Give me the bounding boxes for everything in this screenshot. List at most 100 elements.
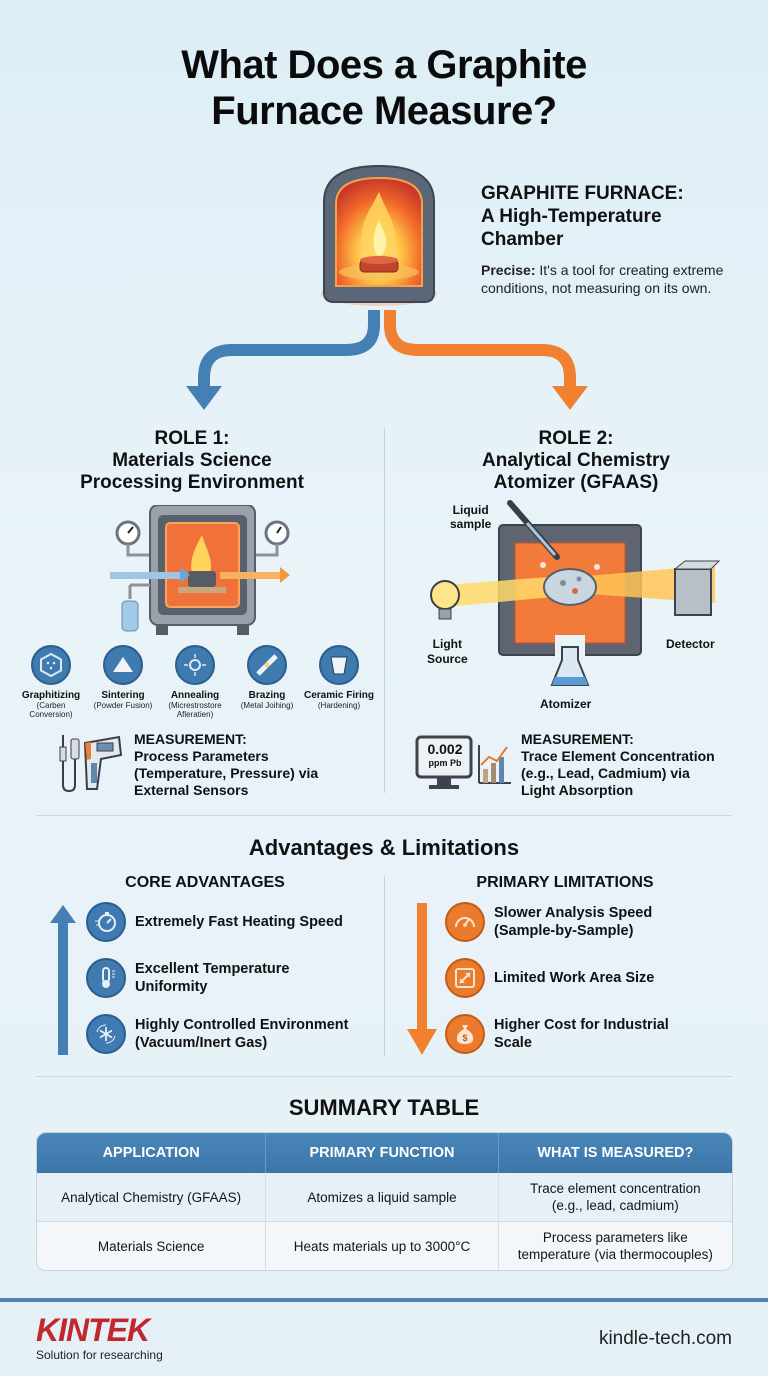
thermometer-icon [86,958,126,998]
section-divider [36,815,732,816]
limitation-line: Limited Work Area Size [494,970,655,986]
advantage-line: Extremely Fast Heating Speed [135,914,343,930]
cell-line: (e.g., lead, cadmium) [551,1198,679,1213]
hero-description: GRAPHITE FURNACE: A High-Temperature Cha… [481,182,751,297]
table-cell: Trace element concentration (e.g., lead,… [499,1173,732,1221]
process-sub: (Carben Conversion) [29,701,73,719]
readout-display: 0.002 ppm Pb [415,735,515,795]
advantage-line: Highly Controlled Environment [135,1017,349,1033]
limitation-text: Limited Work Area Size [494,969,654,987]
measurement-label: MEASUREMENT: [521,731,634,747]
thermocouple-thermometer-icon [59,735,123,793]
readout-value: 0.002 [427,741,463,757]
process-sintering: Sintering (Powder Fusion) [87,645,159,719]
title-line-1: What Does a Graphite [181,43,587,87]
light-source-label: Light Source [427,637,468,667]
process-name: Ceramic Firing [303,690,375,701]
label-line: Light [432,637,462,651]
table-row: Analytical Chemistry (GFAAS) Atomizes a … [37,1173,732,1222]
process-sub: (Metal Joihing) [240,701,294,710]
cell-line: Trace element concentration [530,1181,701,1196]
process-ceramic-firing: Ceramic Firing (Hardening) [303,645,375,719]
ceramic-cup-icon [319,645,359,685]
hero-heading-line: GRAPHITE FURNACE: [481,183,684,204]
footer-rule [0,1298,768,1302]
gfaas-illustration [430,500,721,686]
role-1-line: Materials Science [112,450,272,471]
process-name: Brazing [248,690,286,701]
measurement-line: External Sensors [134,782,249,798]
arrow-up-icon [50,905,76,1055]
hero-heading-line: A High-Temperature [481,206,662,227]
advantage-line: (Vacuum/Inert Gas) [135,1035,268,1051]
process-annealing: Annealing (Micrestrostore Afleratien) [159,645,231,719]
process-brazing: Brazing (Metal Joihing) [231,645,303,719]
section-divider [36,1076,732,1077]
cell-line: Process parameters like [542,1230,688,1245]
limitation-line: Scale [494,1035,532,1051]
process-name: Sintering [101,690,145,701]
monitor-chart-icon [415,735,511,789]
role-1-label: ROLE 1: [154,428,230,449]
advantage-text: Highly Controlled Environment (Vacuum/In… [135,1016,348,1052]
title-line-2: Furnace Measure? [211,89,557,133]
limitation-text: Slower Analysis Speed (Sample-by-Sample) [494,904,652,940]
table-cell: Heats materials up to 3000°C [266,1222,499,1270]
process-sub: (Hardening) [317,701,361,710]
arrow-down-icon [407,903,437,1055]
limitation-item: $ Higher Cost for Industrial Scale [445,1014,669,1054]
advantage-text: Extremely Fast Heating Speed [135,913,343,931]
liquid-sample-label: Liquid sample [450,503,491,531]
limitations-heading: PRIMARY LIMITATIONS [476,874,654,891]
summary-table-title: SUMMARY TABLE [288,1095,480,1120]
role-1-line: Processing Environment [80,472,304,493]
page-title: What Does a Graphite Furnace Measure? [0,42,768,134]
kintek-logo[interactable]: KINTEK Solution for researching [36,1314,163,1362]
hero-note-label: Precise: [481,262,536,278]
role-1-measurement: MEASUREMENT: Process Parameters (Tempera… [134,731,374,799]
role-2-line: Atomizer (GFAAS) [493,472,659,493]
column-header: WHAT IS MEASURED? [498,1133,732,1173]
speedometer-icon [445,902,485,942]
detector-label: Detector [666,637,715,651]
column-divider [384,876,385,1056]
label-line: sample [450,517,492,531]
money-bag-icon: $ [445,1014,485,1054]
process-name: Annealing [170,690,220,701]
brand-wordmark: KINTEK [36,1312,150,1348]
brazing-icon [247,645,287,685]
role-2-label: ROLE 2: [538,428,614,449]
measurement-label: MEASUREMENT: [134,731,247,747]
limitation-item: Slower Analysis Speed (Sample-by-Sample) [445,902,652,942]
measurement-line: (e.g., Lead, Cadmium) via [521,765,690,781]
advantage-line: Excellent Temperature [135,961,290,977]
brand-tagline: Solution for researching [36,1348,163,1362]
role-2-line: Analytical Chemistry [482,450,670,471]
advantages-limitations-title: Advantages & Limitations [248,835,520,860]
limitation-line: Slower Analysis Speed [494,905,653,921]
svg-text:$: $ [462,1033,467,1043]
summary-table: APPLICATION PRIMARY FUNCTION WHAT IS MEA… [36,1132,733,1271]
readout-unit: ppm Pb [428,758,462,768]
limitation-line: (Sample-by-Sample) [494,923,634,939]
limitation-text: Higher Cost for Industrial Scale [494,1016,669,1052]
resize-icon [445,958,485,998]
label-line: Liquid [452,503,489,517]
gfaas-diagram: Liquid sample Light Source Detector Atom… [415,495,725,711]
hexagon-lattice-icon [31,645,71,685]
role-2-title: ROLE 2: Analytical Chemistry Atomizer (G… [384,428,768,494]
table-cell: Atomizes a liquid sample [266,1173,499,1221]
website-link[interactable]: kindle-tech.com [598,1328,732,1349]
processing-furnace-illustration [110,505,290,635]
limitation-item: Limited Work Area Size [445,958,654,998]
microstructure-icon [175,645,215,685]
hero-heading-line: Chamber [481,229,564,250]
table-cell: Materials Science [37,1222,267,1270]
column-header: APPLICATION [37,1133,267,1173]
table-cell: Process parameters like temperature (via… [499,1222,732,1270]
hero-note-text: It's a tool for creating extreme conditi… [481,262,724,296]
advantage-line: Uniformity [135,979,208,995]
measurement-line: Trace Element Concentration [521,748,715,764]
advantages-heading: CORE ADVANTAGES [125,874,285,891]
powder-pile-icon [103,645,143,685]
